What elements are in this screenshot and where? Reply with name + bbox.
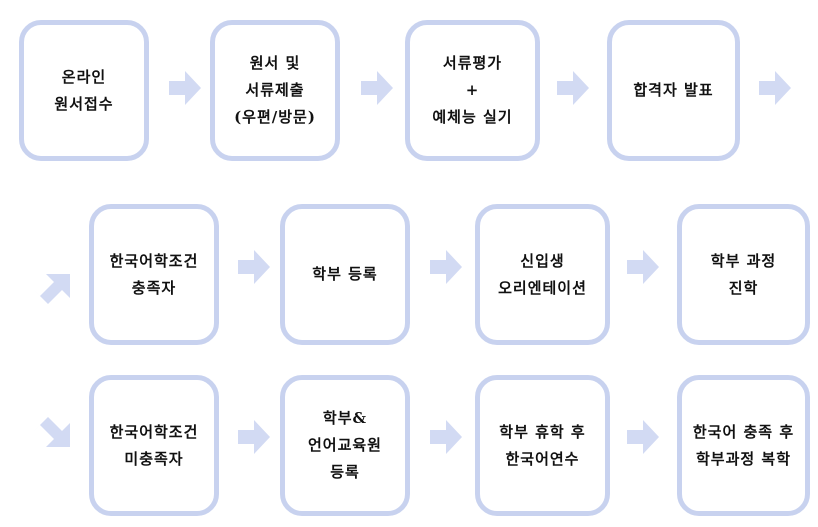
arrow-right-icon bbox=[557, 71, 589, 105]
dual-registration-step: 학부& 언어교육원 등록 bbox=[280, 375, 410, 516]
step-line: 신입생 bbox=[520, 251, 565, 270]
step-line: 한국어연수 bbox=[505, 449, 580, 468]
step-line: + bbox=[465, 81, 480, 99]
arrow-up-right-icon bbox=[34, 274, 70, 304]
arrow-right-icon bbox=[759, 71, 791, 105]
step-line: 한국어 충족 후 bbox=[692, 422, 795, 441]
step-line: 서류평가 bbox=[442, 54, 503, 72]
step-line: 충족자 bbox=[131, 278, 177, 297]
step-line: 오리엔테이션 bbox=[498, 278, 587, 297]
acceptance-announcement-step: 합격자 발표 bbox=[607, 20, 740, 161]
leave-and-language-training-step: 학부 휴학 후 한국어연수 bbox=[475, 375, 610, 516]
arrow-right-icon bbox=[169, 71, 201, 105]
arrow-right-icon bbox=[627, 420, 659, 454]
arrow-down-right-icon bbox=[34, 417, 70, 447]
step-line: 언어교육원 bbox=[307, 436, 382, 454]
step-line: 원서접수 bbox=[54, 94, 114, 113]
step-line: 한국어학조건 bbox=[109, 422, 199, 441]
arrow-right-icon bbox=[430, 420, 462, 454]
online-application-step: 온라인 원서접수 bbox=[19, 20, 149, 161]
step-line: (우편/방문) bbox=[234, 108, 316, 126]
undergraduate-program-step: 학부 과정 진학 bbox=[677, 204, 810, 345]
step-line: 서류제출 bbox=[245, 81, 305, 99]
document-submission-step: 원서 및 서류제출 (우편/방문) bbox=[210, 20, 340, 161]
step-line: 원서 및 bbox=[249, 54, 301, 72]
undergraduate-registration-step: 학부 등록 bbox=[280, 204, 410, 345]
return-to-program-step: 한국어 충족 후 학부과정 복학 bbox=[677, 375, 810, 516]
step-line: 미충족자 bbox=[124, 449, 184, 468]
arrow-right-icon bbox=[430, 250, 462, 284]
arrow-right-icon bbox=[627, 250, 659, 284]
step-line: 합격자 발표 bbox=[633, 81, 714, 99]
step-line: 학부 휴학 후 bbox=[499, 422, 586, 441]
step-line: 한국어학조건 bbox=[109, 251, 199, 270]
arrow-right-icon bbox=[238, 250, 270, 284]
korean-condition-met-step: 한국어학조건 충족자 bbox=[89, 204, 219, 345]
arrow-right-icon bbox=[361, 71, 393, 105]
step-line: 학부 과정 bbox=[710, 251, 777, 270]
orientation-step: 신입생 오리엔테이션 bbox=[475, 204, 610, 345]
step-line: 학부 등록 bbox=[312, 265, 378, 283]
step-line: 예체능 실기 bbox=[432, 108, 513, 126]
arrow-right-icon bbox=[238, 420, 270, 454]
step-line: 학부& bbox=[322, 409, 368, 427]
step-line: 진학 bbox=[728, 278, 759, 297]
step-line: 온라인 bbox=[61, 67, 107, 86]
step-line: 등록 bbox=[330, 463, 360, 481]
evaluation-step: 서류평가 + 예체능 실기 bbox=[405, 20, 540, 161]
step-line: 학부과정 복학 bbox=[695, 449, 792, 468]
korean-condition-unmet-step: 한국어학조건 미충족자 bbox=[89, 375, 219, 516]
